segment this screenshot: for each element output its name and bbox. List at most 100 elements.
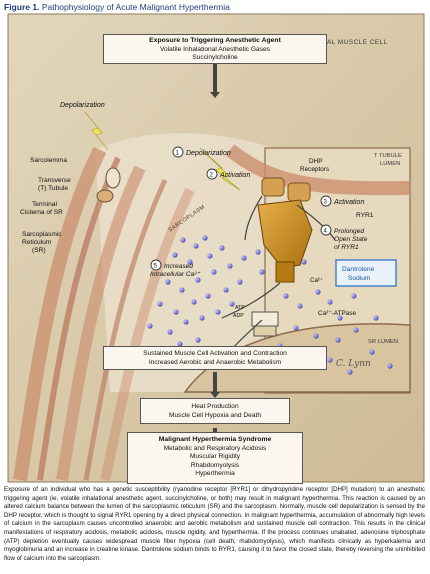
step-5-number: 5 [154, 263, 158, 269]
sarcolemma-label: Sarcolemma [30, 157, 67, 164]
calcium-ion [301, 259, 307, 265]
calcium-ion [195, 277, 201, 283]
dhp-label-2: Receptors [300, 166, 329, 173]
calcium-ion [195, 337, 201, 343]
skeletal-muscle-cell-label: SKELETAL MUSCLE CELL [300, 39, 388, 46]
trigger-box: Exposure to Triggering Anesthetic Agent … [103, 34, 327, 64]
calcium-ion [227, 263, 233, 269]
step-marker-1 [172, 146, 184, 158]
adp-label: ADP [233, 313, 244, 319]
calcium-ion [313, 333, 319, 339]
activation-box: Sustained Muscle Cell Activation and Con… [103, 346, 327, 370]
calcium-ion [165, 279, 171, 285]
syndrome-item: Muscular Rigidity [189, 453, 241, 460]
ryr1-channel [257, 199, 313, 283]
calcium-ion [183, 319, 189, 325]
calcium-ion [157, 301, 163, 307]
step-markers [150, 146, 332, 271]
calcium-ion [191, 299, 197, 305]
trigger-box-line-2: Succinylcholine [192, 54, 238, 61]
calcium-label: Ca²⁺ [310, 277, 323, 284]
dantrolene-label-1: Dantrolene [342, 266, 375, 273]
terminal-cisterna-label-2: Cisterna of SR [20, 209, 63, 216]
t-tubule-membrane [225, 144, 411, 196]
calcium-ion [199, 315, 205, 321]
step-4-number: 4 [324, 228, 328, 234]
figure-title: Figure 1. Pathophysiology of Acute Malig… [4, 2, 230, 12]
step-4-text-3: of RYR1 [334, 244, 359, 251]
activation-box-line-2: Increased Aerobic and Anaerobic Metaboli… [148, 358, 282, 366]
calcium-ion [229, 301, 235, 307]
calcium-ion [147, 323, 153, 329]
calcium-ion [219, 245, 225, 251]
ca-atpase-pump [251, 311, 279, 337]
calcium-ion [193, 243, 199, 249]
step-3-number: 3 [324, 199, 328, 205]
sarcoplasmic-reticulum-label-1: Sarcoplasmic [22, 231, 62, 238]
activation-box-line-1: Sustained Muscle Cell Activation and Con… [143, 350, 287, 357]
syndrome-box: Malignant Hyperthermia Syndrome Metaboli… [127, 432, 303, 484]
calcium-ion [259, 269, 265, 275]
calcium-ion [387, 363, 393, 369]
dantrolene-label-2: Sodium [348, 275, 371, 282]
calcium-ion [335, 337, 341, 343]
calcium-ion [223, 287, 229, 293]
heat-box-line-1: Heat Production [191, 403, 239, 410]
step-5-text-1: Increased [164, 263, 193, 270]
t-tubule-lumen-label-2: LUMEN [380, 161, 400, 167]
calcium-ion [167, 329, 173, 335]
calcium-ion [255, 249, 261, 255]
calcium-ion [179, 287, 185, 293]
transverse-tubule-label-1: Transverse [38, 177, 71, 184]
heat-box: Heat Production Muscle Cell Hypoxia and … [140, 398, 290, 424]
step-marker-4 [320, 224, 332, 236]
calcium-ions [147, 235, 393, 375]
calcium-ion [207, 253, 213, 259]
calcium-ion [215, 309, 221, 315]
terminal-cisterna [96, 189, 114, 203]
t-tubule-lumen-label-1: T TUBULE [374, 153, 402, 159]
t-tubule-section [105, 167, 121, 189]
ca-atpase-label: Ca²⁺-ATPase [318, 310, 357, 317]
step-marker-2 [206, 168, 218, 180]
calcium-ion [293, 325, 299, 331]
calcium-ion [337, 315, 343, 321]
syndrome-item: Hyperthermia [195, 470, 235, 477]
calcium-ion [283, 293, 289, 299]
depolarization-bolt-icon [84, 111, 109, 151]
depolarization-bolt-icon [199, 147, 241, 191]
step-marker-3 [320, 195, 332, 207]
dhp-label-1: DHP [309, 158, 323, 165]
transverse-tubule-label-2: (T) Tubule [38, 185, 68, 192]
atp-label: ATP [235, 305, 245, 311]
calcium-ion [327, 357, 333, 363]
calcium-ion [180, 237, 186, 243]
sarcoplasmic-reticulum-label-3: (SR) [32, 247, 46, 254]
calcium-ion [241, 255, 247, 261]
calcium-ion [315, 289, 321, 295]
depolarization-label: Depolarization [60, 102, 105, 109]
calcium-ion [205, 293, 211, 299]
syndrome-box-heading: Malignant Hyperthermia Syndrome [158, 436, 272, 443]
step-1-number: 1 [176, 150, 180, 156]
calcium-ion [177, 341, 183, 347]
calcium-ion [172, 252, 178, 258]
dantrolene-box [335, 259, 397, 287]
syndrome-item: Rhabdomyolysis [190, 461, 240, 469]
calcium-ion [297, 303, 303, 309]
syndrome-item: Metabolic and Respiratory Acidosis [163, 444, 267, 452]
step-3-text: Activation [333, 199, 364, 206]
trigger-box-line-1: Volatile Inhalational Anesthetic Gases [160, 45, 270, 53]
calcium-ion [347, 369, 353, 375]
sarcoplasmic-reticulum-label-2: Reticulum [22, 239, 52, 246]
step-2-text: Activation [219, 172, 250, 179]
figure-caption: Exposure of an individual who has a gene… [4, 486, 425, 562]
calcium-ion [373, 315, 379, 321]
artist-signature: C. Lynn [336, 359, 371, 369]
calcium-ion [353, 327, 359, 333]
calcium-ion [187, 259, 193, 265]
calcium-ion [369, 349, 375, 355]
sr-lumen-label: SR LUMEN [368, 339, 398, 345]
step-marker-5 [150, 259, 162, 271]
